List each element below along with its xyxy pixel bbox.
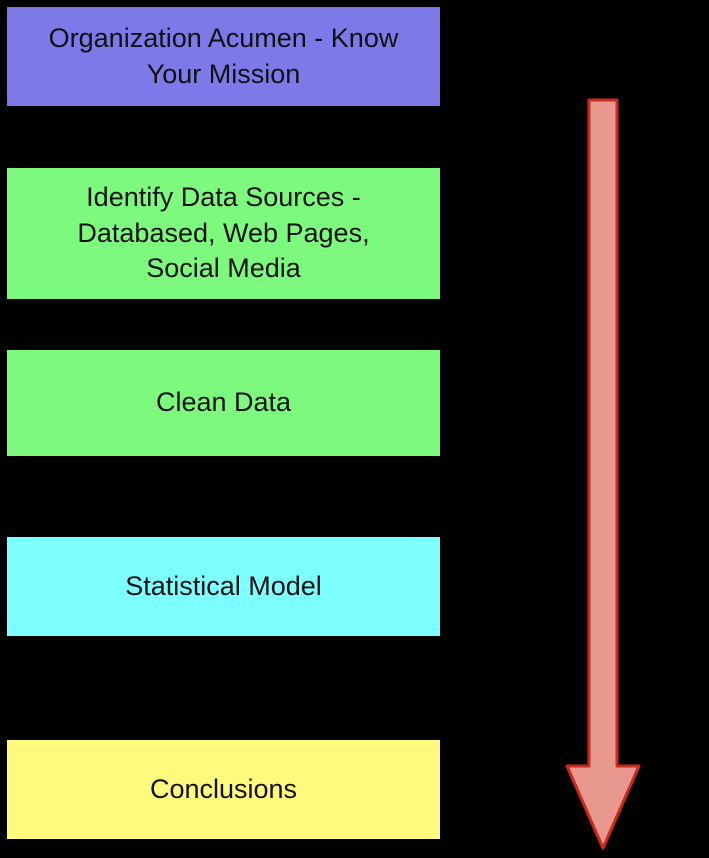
flow-step-label: Identify Data Sources - Databased, Web P… [77,182,370,284]
flow-step-label: Clean Data [155,387,292,418]
down-arrow-icon [558,98,648,852]
down-arrow-shape [565,98,641,850]
flow-step-label: Conclusions [149,773,298,804]
flow-step-label: Organization Acumen - Know Your Mission [48,22,399,89]
flow-step-clean-data: Clean Data [7,350,440,456]
flow-step-identify-data-sources: Identify Data Sources - Databased, Web P… [7,168,440,299]
flow-step-conclusions: Conclusions [7,740,440,839]
flow-step-label: Statistical Model [125,570,322,601]
flow-step-organization-acumen: Organization Acumen - Know Your Mission [7,7,440,106]
flow-step-statistical-model: Statistical Model [7,537,440,636]
